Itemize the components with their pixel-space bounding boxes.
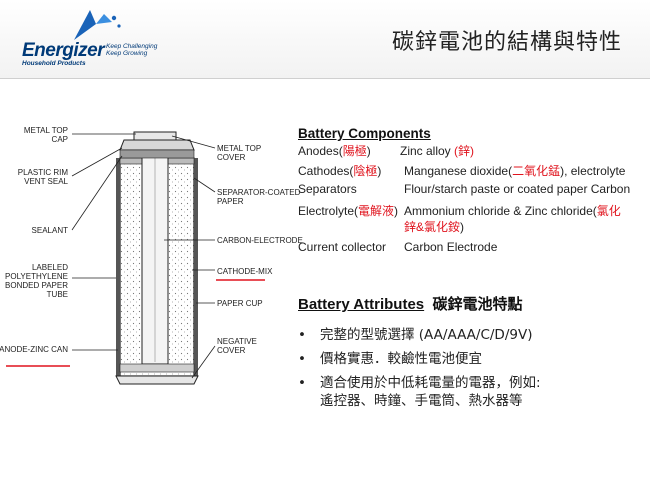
label-paper-cup: PAPER CUP xyxy=(217,299,263,308)
brand-name: Energizer xyxy=(22,40,105,61)
battery-attributes: Battery Attributes 碳鋅電池特點 • 完整的型號選擇 (AA/… xyxy=(298,293,648,410)
label-carbon-electrode: CARBON-ELECTRODE xyxy=(217,236,303,245)
label-metal-top-cap: METAL TOP CAP xyxy=(23,126,68,144)
energizer-star-icon xyxy=(74,10,121,40)
attributes-title: Battery Attributes 碳鋅電池特點 xyxy=(298,296,523,313)
attribute-bullet: • 完整的型號選擇 (AA/AAA/C/D/9V) xyxy=(298,327,533,343)
label-separator-coated-paper: SEPARATOR-COATED PAPER xyxy=(217,188,301,206)
bullet-icon: • xyxy=(298,375,306,391)
component-row-cathodes: Cathodes(陰極) Manganese dioxide(二氧化錳), el… xyxy=(298,164,626,178)
label-sealant: SEALANT xyxy=(31,226,68,235)
component-row-anodes: Anodes(陽極) Zinc alloy (鋅) xyxy=(298,144,475,158)
components-title: Battery Components xyxy=(298,126,431,141)
brand-subtitle: Household Products xyxy=(22,60,86,67)
label-metal-top-cover: METAL TOP COVER xyxy=(217,144,262,162)
bullet-icon: • xyxy=(298,327,306,343)
label-plastic-rim-vent-seal: PLASTIC RIM VENT SEAL xyxy=(17,168,68,186)
label-negative-cover: NEGATIVE COVER xyxy=(217,337,257,355)
label-labeled-tube: LABELED POLYETHYLENE BONDED PAPER TUBE xyxy=(5,263,68,299)
brand-tagline: Keep Challenging Keep Growing xyxy=(106,43,158,57)
component-row-current-collector: Current collector Carbon Electrode xyxy=(298,240,498,254)
label-cathode-mix: CATHODE-MIX xyxy=(217,267,273,276)
battery-diagram: METAL TOP CAP PLASTIC RIM VENT SEAL SEAL… xyxy=(0,118,303,478)
battery-components: Battery Components Anodes(陽極) Zinc alloy… xyxy=(298,126,648,260)
attribute-bullet: • 適合使用於中低耗電量的電器，例如: 遙控器、時鐘、手電筒、熱水器等 xyxy=(298,375,541,409)
header: Energizer Keep Challenging Keep Growing … xyxy=(0,0,650,79)
page-title: 碳鋅電池的結構與特性 xyxy=(391,30,622,55)
attribute-bullet: • 價格實惠．較鹼性電池便宜 xyxy=(298,351,482,367)
label-anode-zinc-can: ANODE-ZINC CAN xyxy=(0,345,68,354)
battery-cross-section xyxy=(6,131,265,385)
component-row-electrolyte-cont: 鋅&氯化銨) xyxy=(404,220,465,234)
bullet-icon: • xyxy=(298,351,306,367)
component-row-electrolyte: Electrolyte(電解液) Ammonium chloride & Zin… xyxy=(298,204,621,218)
energizer-logo: Energizer Keep Challenging Keep Growing … xyxy=(12,6,172,70)
component-row-separators: Separators Flour/starch paste or coated … xyxy=(298,182,631,196)
